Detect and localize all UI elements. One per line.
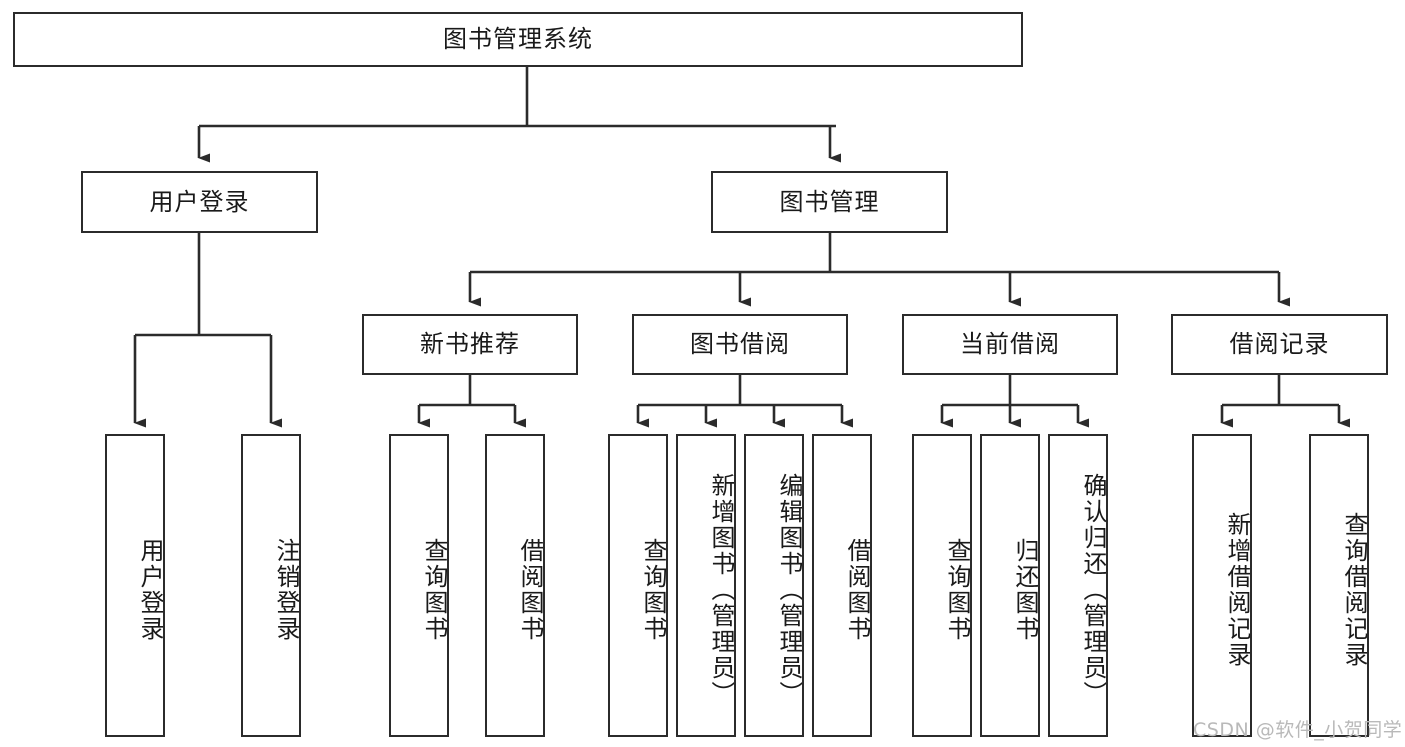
node-user-login[interactable]: 用户登录 bbox=[81, 171, 318, 233]
node-label: 借阅图书 bbox=[843, 537, 871, 642]
leaf-borrow-book[interactable]: 借阅图书 bbox=[812, 434, 872, 737]
leaf-return-book[interactable]: 归还图书 bbox=[980, 434, 1040, 737]
leaf-query-book-recommend[interactable]: 查询图书 bbox=[389, 434, 449, 737]
node-label: 新增借阅记录 bbox=[1223, 511, 1251, 668]
node-label: 确认归还（管理员） bbox=[1079, 472, 1107, 707]
node-label: 查询图书 bbox=[639, 537, 667, 642]
node-current-borrow[interactable]: 当前借阅 bbox=[902, 314, 1118, 375]
node-label: 编辑图书（管理员） bbox=[775, 472, 803, 707]
leaf-query-book-current[interactable]: 查询图书 bbox=[912, 434, 972, 737]
leaf-user-login[interactable]: 用户登录 bbox=[105, 434, 165, 737]
node-root-book-management-system[interactable]: 图书管理系统 bbox=[13, 12, 1023, 67]
node-label: 借阅记录 bbox=[1229, 330, 1330, 359]
node-label: 用户登录 bbox=[149, 187, 250, 216]
csdn-watermark: CSDN @软件_小贺同学 bbox=[1193, 719, 1403, 741]
node-label: 归还图书 bbox=[1011, 537, 1039, 642]
leaf-confirm-return-admin[interactable]: 确认归还（管理员） bbox=[1048, 434, 1108, 737]
leaf-add-borrow-record[interactable]: 新增借阅记录 bbox=[1192, 434, 1252, 737]
node-book-management[interactable]: 图书管理 bbox=[711, 171, 948, 233]
node-label: 查询借阅记录 bbox=[1340, 511, 1368, 668]
leaf-add-book-admin[interactable]: 新增图书（管理员） bbox=[676, 434, 736, 737]
leaf-edit-book-admin[interactable]: 编辑图书（管理员） bbox=[744, 434, 804, 737]
node-book-borrow[interactable]: 图书借阅 bbox=[632, 314, 848, 375]
leaf-borrow-book-recommend[interactable]: 借阅图书 bbox=[485, 434, 545, 737]
node-label: 图书管理 bbox=[779, 187, 880, 216]
leaf-query-book-borrow[interactable]: 查询图书 bbox=[608, 434, 668, 737]
node-label: 查询图书 bbox=[943, 537, 971, 642]
node-label: 注销登录 bbox=[272, 537, 300, 642]
node-label: 查询图书 bbox=[420, 537, 448, 642]
node-label: 图书借阅 bbox=[690, 330, 790, 359]
node-borrow-record[interactable]: 借阅记录 bbox=[1171, 314, 1388, 375]
node-label: 新增图书（管理员） bbox=[707, 472, 735, 707]
node-label: 用户登录 bbox=[136, 537, 164, 642]
leaf-logout-login[interactable]: 注销登录 bbox=[241, 434, 301, 737]
node-new-book-recommend[interactable]: 新书推荐 bbox=[362, 314, 578, 375]
node-label: 借阅图书 bbox=[516, 537, 544, 642]
node-label: 图书管理系统 bbox=[443, 25, 593, 54]
node-label: 当前借阅 bbox=[960, 330, 1060, 359]
leaf-query-borrow-record[interactable]: 查询借阅记录 bbox=[1309, 434, 1369, 737]
node-label: 新书推荐 bbox=[420, 330, 520, 359]
